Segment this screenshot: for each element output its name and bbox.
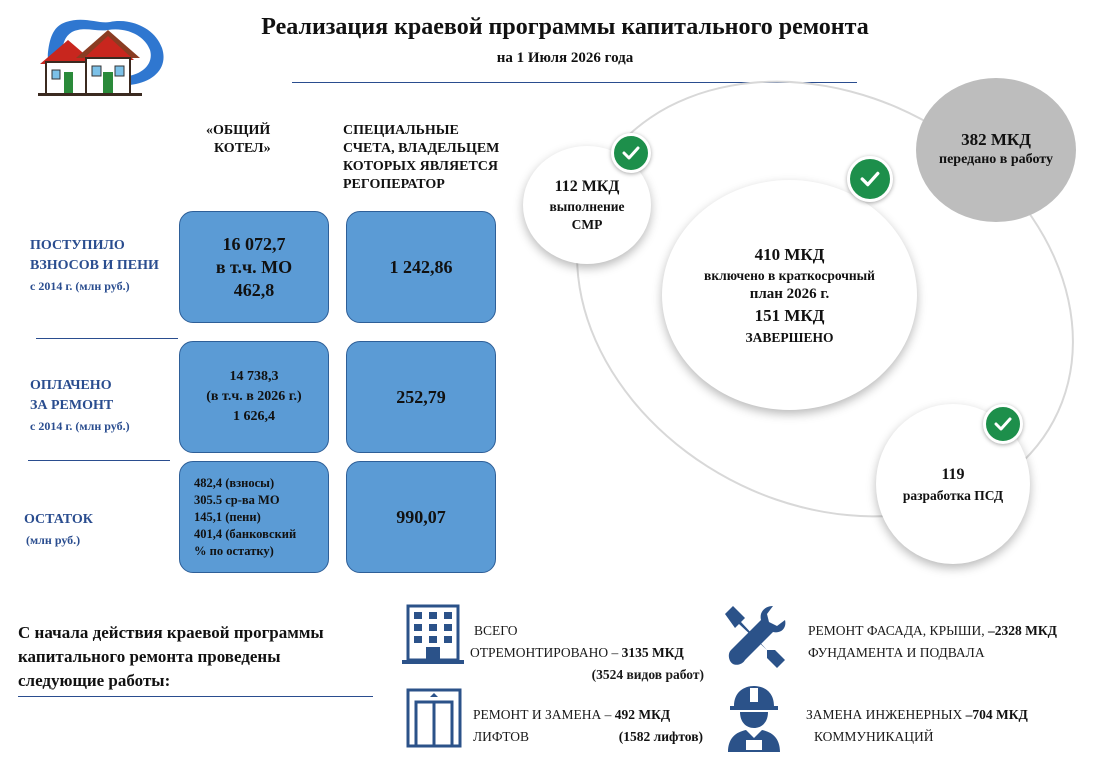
check-icon	[847, 156, 893, 202]
received-special-box: 1 242,86	[346, 211, 496, 323]
received-common-box: 16 072,7 в т.ч. МО 462,8	[179, 211, 329, 323]
title-underline	[292, 82, 857, 83]
lifts-repaired: РЕМОНТ И ЗАМЕНА – 492 МКД ЛИФТОВ(1582 ли…	[473, 707, 703, 744]
utilities-replaced: ЗАМЕНА ИНЖЕНЕРНЫХ –704 МКД КОММУНИКАЦИЙ	[806, 707, 1028, 744]
balance-common-box: 482,4 (взносы) 305.5 ср-ва МО 145,1 (пен…	[179, 461, 329, 573]
building-icon	[402, 604, 464, 666]
smr-circle: 112 МКД выполнение СМР	[523, 146, 651, 264]
page-title: Реализация краевой программы капитальног…	[261, 14, 869, 40]
wrench-hammer-icon	[721, 604, 787, 670]
page-subtitle: на 1 Июля 2026 года	[496, 50, 634, 66]
balance-special-box: 990,07	[346, 461, 496, 573]
plan-circle: 410 МКД включено в краткосрочный план 20…	[662, 180, 917, 410]
row-label-received: ПОСТУПИЛО ВЗНОСОВ И ПЕНИ с 2014 г. (млн …	[30, 238, 159, 293]
intro-underline	[18, 696, 373, 697]
transferred-circle: 382 МКД передано в работу	[916, 78, 1076, 222]
row-separator	[28, 460, 170, 461]
row-separator	[36, 338, 178, 339]
paid-common-box: 14 738,3 (в т.ч. в 2026 г.) 1 626,4	[179, 341, 329, 453]
row-label-balance: ОСТАТОК (млн руб.)	[24, 512, 93, 547]
elevator-icon	[404, 686, 464, 750]
worker-icon	[722, 682, 786, 752]
check-icon	[983, 404, 1023, 444]
column-header-common: «ОБЩИЙ КОТЕЛ»	[206, 123, 271, 156]
psd-circle: 119 разработка ПСД	[876, 404, 1030, 564]
houses-logo-icon	[36, 14, 168, 98]
row-label-paid: ОПЛАЧЕНО ЗА РЕМОНТ с 2014 г. (млн руб.)	[30, 378, 130, 433]
works-intro: С начала действия краевой программы капи…	[18, 623, 324, 690]
paid-special-box: 252,79	[346, 341, 496, 453]
total-repaired: ВСЕГО ОТРЕМОНТИРОВАНО – 3135 МКД (3524 в…	[470, 623, 704, 682]
check-icon	[611, 133, 651, 173]
facade-repaired: РЕМОНТ ФАСАДА, КРЫШИ, –2328 МКД ФУНДАМЕН…	[808, 623, 1057, 660]
column-header-special: СПЕЦИАЛЬНЫЕ СЧЕТА, ВЛАДЕЛЬЦЕМ КОТОРЫХ ЯВ…	[343, 123, 500, 192]
